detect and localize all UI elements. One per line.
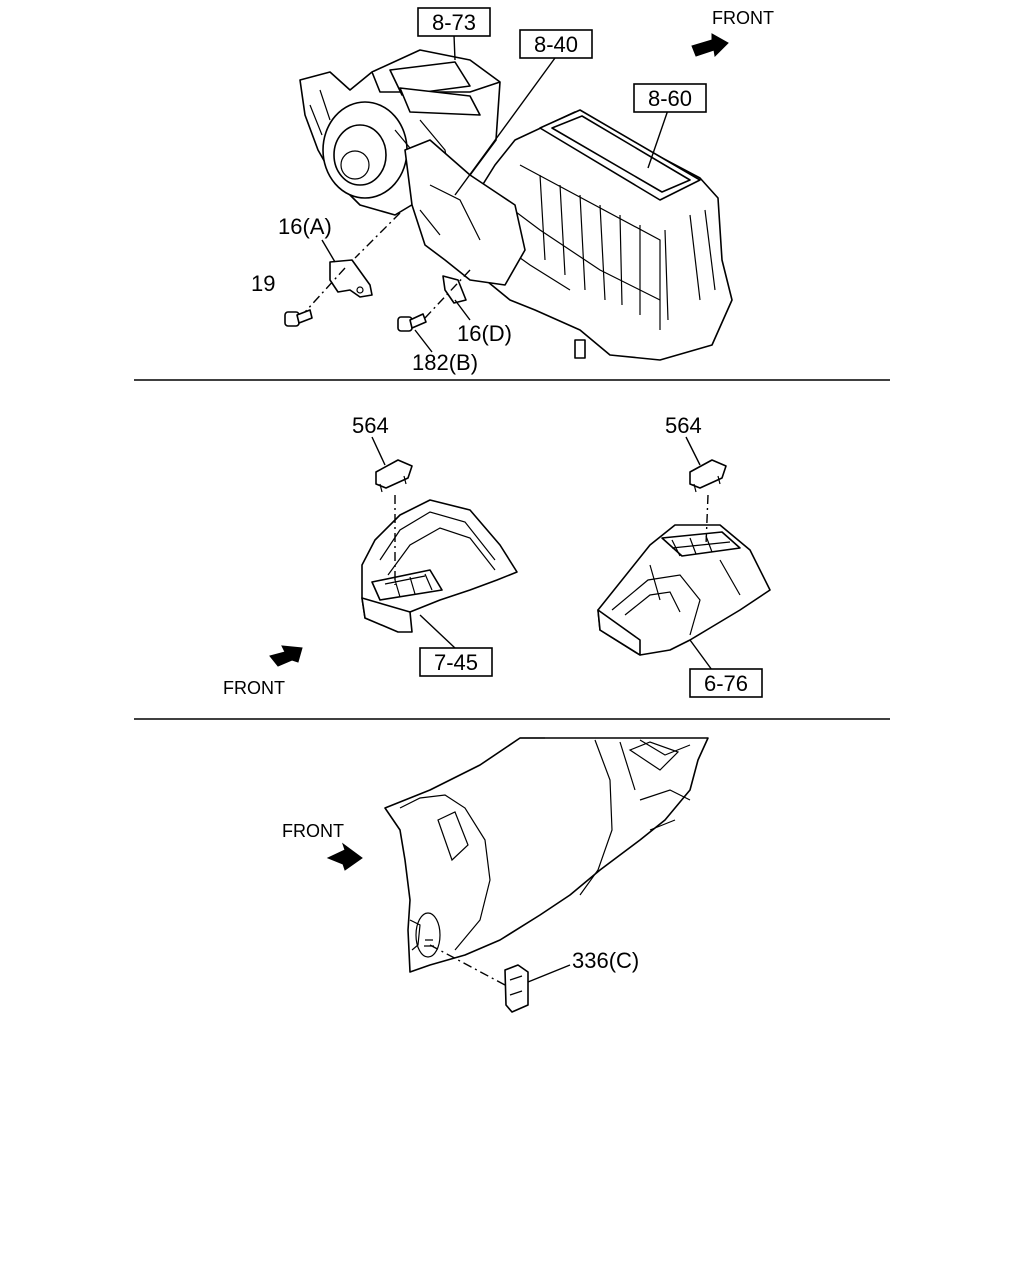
blower-unit-drawing	[299, 49, 501, 216]
section-consoles: 564 564 7-45 6-76 FRONT	[223, 413, 771, 698]
instrument-panel-drawing	[384, 737, 709, 973]
ref-box-8-40	[519, 29, 593, 59]
ref-7-45-label: 7-45	[434, 650, 478, 675]
screw-19-drawing	[284, 309, 313, 327]
part-564-left-label: 564	[352, 413, 389, 438]
ref-8-73-label: 8-73	[432, 10, 476, 35]
front-arrow-top-icon	[691, 33, 729, 58]
bracket-336c-drawing	[504, 964, 529, 1013]
ref-box-6-76	[689, 668, 763, 698]
front-arrow-bottom-icon	[326, 842, 363, 871]
part-182b-label: 182(B)	[412, 350, 478, 375]
ref-6-76-label: 6-76	[704, 671, 748, 696]
bracket-16a-drawing	[329, 259, 373, 298]
ref-box-8-60	[633, 83, 707, 113]
clip-564-right-drawing	[689, 459, 727, 493]
ref-8-60-label: 8-60	[648, 86, 692, 111]
console-6-76-drawing	[597, 524, 771, 656]
hvac-case-drawing	[469, 109, 733, 361]
front-arrow-middle-icon	[269, 645, 303, 667]
front-label-middle: FRONT	[223, 678, 285, 698]
section-hvac-assembly: 8-73 8-40 8-60 FRONT 16(A) 19 16(D) 182(…	[251, 7, 774, 375]
front-label-bottom: FRONT	[282, 821, 344, 841]
part-16a-label: 16(A)	[278, 214, 332, 239]
part-336c-label: 336(C)	[572, 948, 639, 973]
ref-8-40-label: 8-40	[534, 32, 578, 57]
duct-drawing	[404, 139, 526, 286]
console-7-45-drawing	[361, 499, 518, 633]
ref-box-7-45	[419, 647, 493, 677]
screw-182b-drawing	[397, 313, 427, 332]
clip-564-left-drawing	[375, 459, 413, 493]
clip-16d-drawing	[442, 275, 467, 304]
part-19-label: 19	[251, 271, 275, 296]
ref-box-8-73	[417, 7, 491, 37]
part-16d-label: 16(D)	[457, 321, 512, 346]
front-label-top: FRONT	[712, 8, 774, 28]
part-564-right-label: 564	[665, 413, 702, 438]
section-instrument-panel: FRONT 336(C)	[282, 737, 709, 1013]
